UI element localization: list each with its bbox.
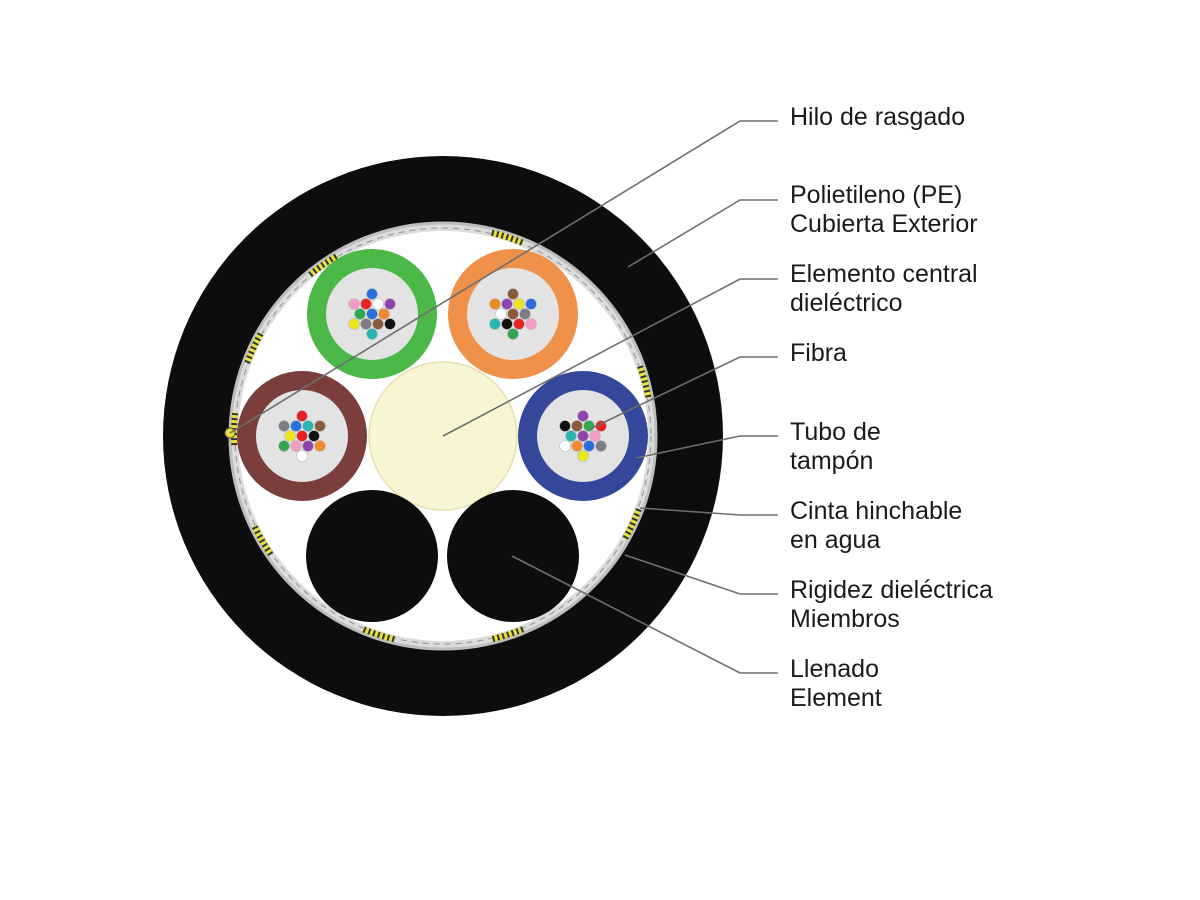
fiber <box>290 440 302 452</box>
fiber <box>501 298 513 310</box>
label-central-member-line-1: Elemento central <box>790 260 978 288</box>
fiber <box>577 450 589 462</box>
label-ripcord-line-1: Hilo de rasgado <box>790 103 965 131</box>
fiber <box>278 440 290 452</box>
fiber <box>296 430 308 442</box>
label-strength-members-line-1: Rigidez dieléctrica <box>790 576 993 604</box>
leader-line-water-tape <box>639 507 778 516</box>
fiber <box>513 298 525 310</box>
fiber <box>296 450 308 462</box>
fiber <box>577 430 589 442</box>
fiber <box>378 308 390 320</box>
fiber <box>525 298 537 310</box>
fiber <box>595 440 607 452</box>
fiber <box>314 420 326 432</box>
fiber <box>290 420 302 432</box>
label-strength-members-line-2: Miembros <box>790 605 900 633</box>
strength-member-stripe <box>244 331 264 364</box>
leader-line-buffer-tube <box>635 435 778 459</box>
fiber <box>501 318 513 330</box>
strength-member-stripe <box>491 626 525 643</box>
fiber <box>360 298 372 310</box>
leader-line-outer-jacket <box>627 199 778 268</box>
label-outer-jacket-line-1: Polietileno (PE) <box>790 181 962 209</box>
strength-member-stripe <box>361 626 395 643</box>
fiber <box>278 420 290 432</box>
label-water-tape-line-2: en agua <box>790 526 880 554</box>
strength-member-stripe <box>491 229 525 246</box>
label-buffer-tube-line-2: tampón <box>790 447 873 475</box>
fiber <box>489 318 501 330</box>
fiber <box>525 318 537 330</box>
fiber <box>583 440 595 452</box>
leader-line-fiber <box>589 356 778 430</box>
fiber <box>348 298 360 310</box>
fiber <box>577 410 589 422</box>
fiber <box>366 328 378 340</box>
fiber <box>571 420 583 432</box>
leader-line-strength-members <box>624 554 778 595</box>
strength-member-stripe <box>622 508 642 541</box>
fiber <box>559 420 571 432</box>
fiber <box>284 430 296 442</box>
fiber <box>302 420 314 432</box>
fiber <box>507 288 519 300</box>
fiber <box>583 420 595 432</box>
fiber <box>296 410 308 422</box>
cable-cross-section <box>163 156 723 716</box>
fiber <box>384 298 396 310</box>
fiber <box>507 308 519 320</box>
fiber <box>513 318 525 330</box>
fiber <box>565 430 577 442</box>
fiber <box>366 288 378 300</box>
fiber <box>507 328 519 340</box>
leader-line-central-member <box>442 278 778 437</box>
fiber <box>571 440 583 452</box>
fiber <box>559 440 571 452</box>
label-buffer-tube-line-1: Tubo de <box>790 418 881 446</box>
fiber <box>519 308 531 320</box>
fiber <box>489 298 501 310</box>
fiber <box>348 318 360 330</box>
label-filler-line-2: Element <box>790 684 882 712</box>
fiber <box>308 430 320 442</box>
filler-element <box>306 490 438 622</box>
leader-line-filler <box>511 555 778 674</box>
leader-line-ripcord <box>229 120 778 434</box>
fiber <box>360 318 372 330</box>
label-central-member-line-2: dieléctrico <box>790 289 903 317</box>
fiber <box>384 318 396 330</box>
fiber <box>372 298 384 310</box>
fiber <box>354 308 366 320</box>
fiber <box>495 308 507 320</box>
fiber <box>372 318 384 330</box>
strength-member-stripe <box>251 524 274 557</box>
fiber <box>302 440 314 452</box>
label-fiber-line-1: Fibra <box>790 339 847 367</box>
label-filler-line-1: Llenado <box>790 655 879 683</box>
fiber <box>589 430 601 442</box>
strength-member-stripe <box>230 411 239 446</box>
fiber <box>366 308 378 320</box>
callout-leader-lines <box>229 120 778 674</box>
strength-member-stripe <box>637 365 652 399</box>
fiber <box>314 440 326 452</box>
label-outer-jacket-line-2: Cubierta Exterior <box>790 210 978 238</box>
label-water-tape-line-1: Cinta hinchable <box>790 497 962 525</box>
strength-member-stripe <box>308 253 339 278</box>
